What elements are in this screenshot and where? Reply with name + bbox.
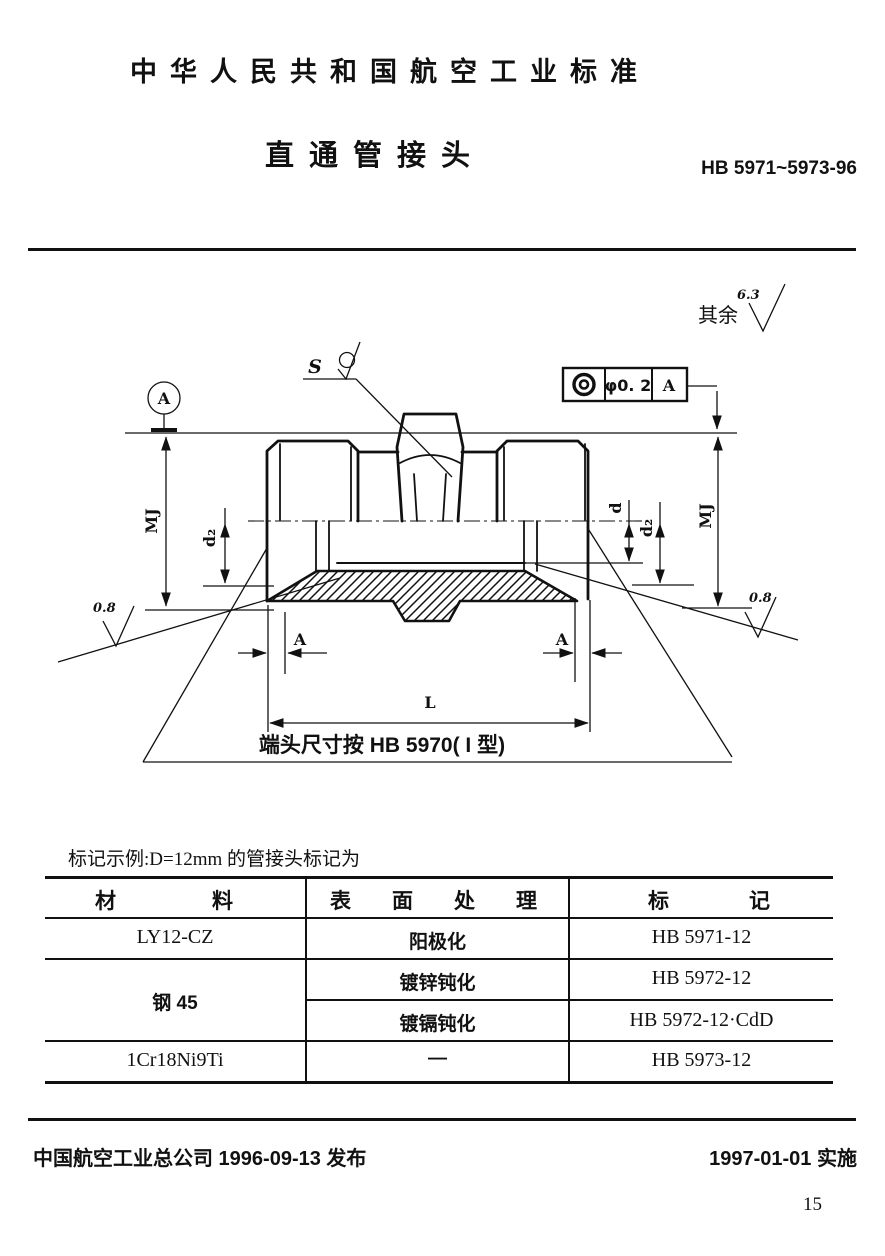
s-label: S: [308, 356, 322, 378]
general-roughness-note: 其余 6.3: [698, 283, 786, 333]
datum-a-symbol: A: [147, 381, 181, 432]
dim-label-mj-right: MJ: [696, 503, 715, 528]
table-cell-marking: HB 5972-12·CdD: [629, 1009, 774, 1031]
tolerance-frame: φ0. 2 A: [561, 366, 689, 403]
page-number: 15: [803, 1194, 822, 1215]
roughness-left: 0.8: [93, 601, 135, 648]
marking-example-line: 标记示例:D=12mm 的管接头标记为: [68, 849, 361, 870]
dim-label-l: L: [424, 693, 435, 712]
concentricity-icon: [572, 372, 596, 397]
table-cell-treatment: 镀镉钝化: [399, 1014, 476, 1035]
roughness-check-icon: [102, 605, 135, 648]
table-cell-marking: HB 5973-12: [651, 1049, 752, 1071]
table-border-top: [45, 876, 833, 879]
col-header-marking: 标记: [648, 890, 850, 913]
standard-number: HB 5971~5973-96: [701, 158, 857, 179]
fitting-outline: [265, 412, 590, 603]
thread-and-hex-lines: [279, 443, 586, 572]
table-line-row3: [45, 1040, 833, 1042]
roughness-check-icon: [744, 596, 777, 639]
table-line-header: [45, 917, 833, 919]
dim-label-d2-left: d₂: [200, 529, 219, 547]
table-cell-treatment: 镀锌钝化: [399, 973, 476, 994]
table-cell-material: LY12-CZ: [136, 926, 214, 948]
general-roughness-value: 6.3: [737, 288, 760, 303]
table-cell-material: 钢 45: [152, 993, 198, 1014]
datum-a-label: A: [157, 389, 171, 408]
section-hatch: [265, 569, 579, 623]
technical-drawing: A φ0. 2 A S 其余 6.3: [57, 283, 799, 763]
dim-label-a-right: A: [555, 630, 569, 649]
table-divider-1: [305, 876, 307, 1084]
table-cell-marking: HB 5972-12: [651, 967, 752, 989]
table-border-bottom: [45, 1081, 833, 1084]
roughness-right-value: 0.8: [749, 591, 772, 606]
roughness-left-value: 0.8: [93, 601, 116, 616]
page-title: 直通管接头: [264, 140, 485, 172]
roughness-icon: [337, 341, 361, 381]
standard-org-line: 中华人民共和国航空工业标准: [130, 57, 650, 87]
table-line-row1: [45, 958, 833, 960]
dim-label-d-right: d: [606, 502, 625, 513]
roughness-right: 0.8: [744, 591, 777, 639]
table-cell-treatment: 阳极化: [408, 932, 466, 953]
publisher-line: 中国航空工业总公司 1996-09-13 发布: [33, 1148, 367, 1170]
implementation-line: 1997-01-01 实施: [709, 1148, 857, 1170]
header-divider: [28, 248, 856, 251]
dim-label-mj-left: MJ: [142, 508, 161, 533]
dim-label-d2-right: d₂: [637, 519, 656, 537]
table-divider-2: [568, 876, 570, 1084]
tolerance-value: φ0. 2: [605, 376, 651, 395]
table-cell-treatment: —: [428, 1048, 447, 1069]
roughness-check-icon: [748, 283, 786, 333]
table-cell-material: 1Cr18Ni9Ti: [126, 1049, 224, 1071]
dim-label-a-left: A: [293, 630, 307, 649]
table-cell-marking: HB 5971-12: [651, 926, 752, 948]
general-roughness-prefix: 其余: [698, 304, 738, 327]
col-header-surface-treatment: 表面处理: [330, 890, 578, 913]
dimension-lines: [161, 436, 723, 728]
tolerance-datum: A: [662, 376, 676, 395]
col-header-material: 材料: [95, 890, 329, 913]
drawing-note: 端头尺寸按 HB 5970( I 型): [259, 733, 505, 757]
footer-divider: [28, 1118, 856, 1121]
hex-width-callout: S: [303, 341, 453, 478]
